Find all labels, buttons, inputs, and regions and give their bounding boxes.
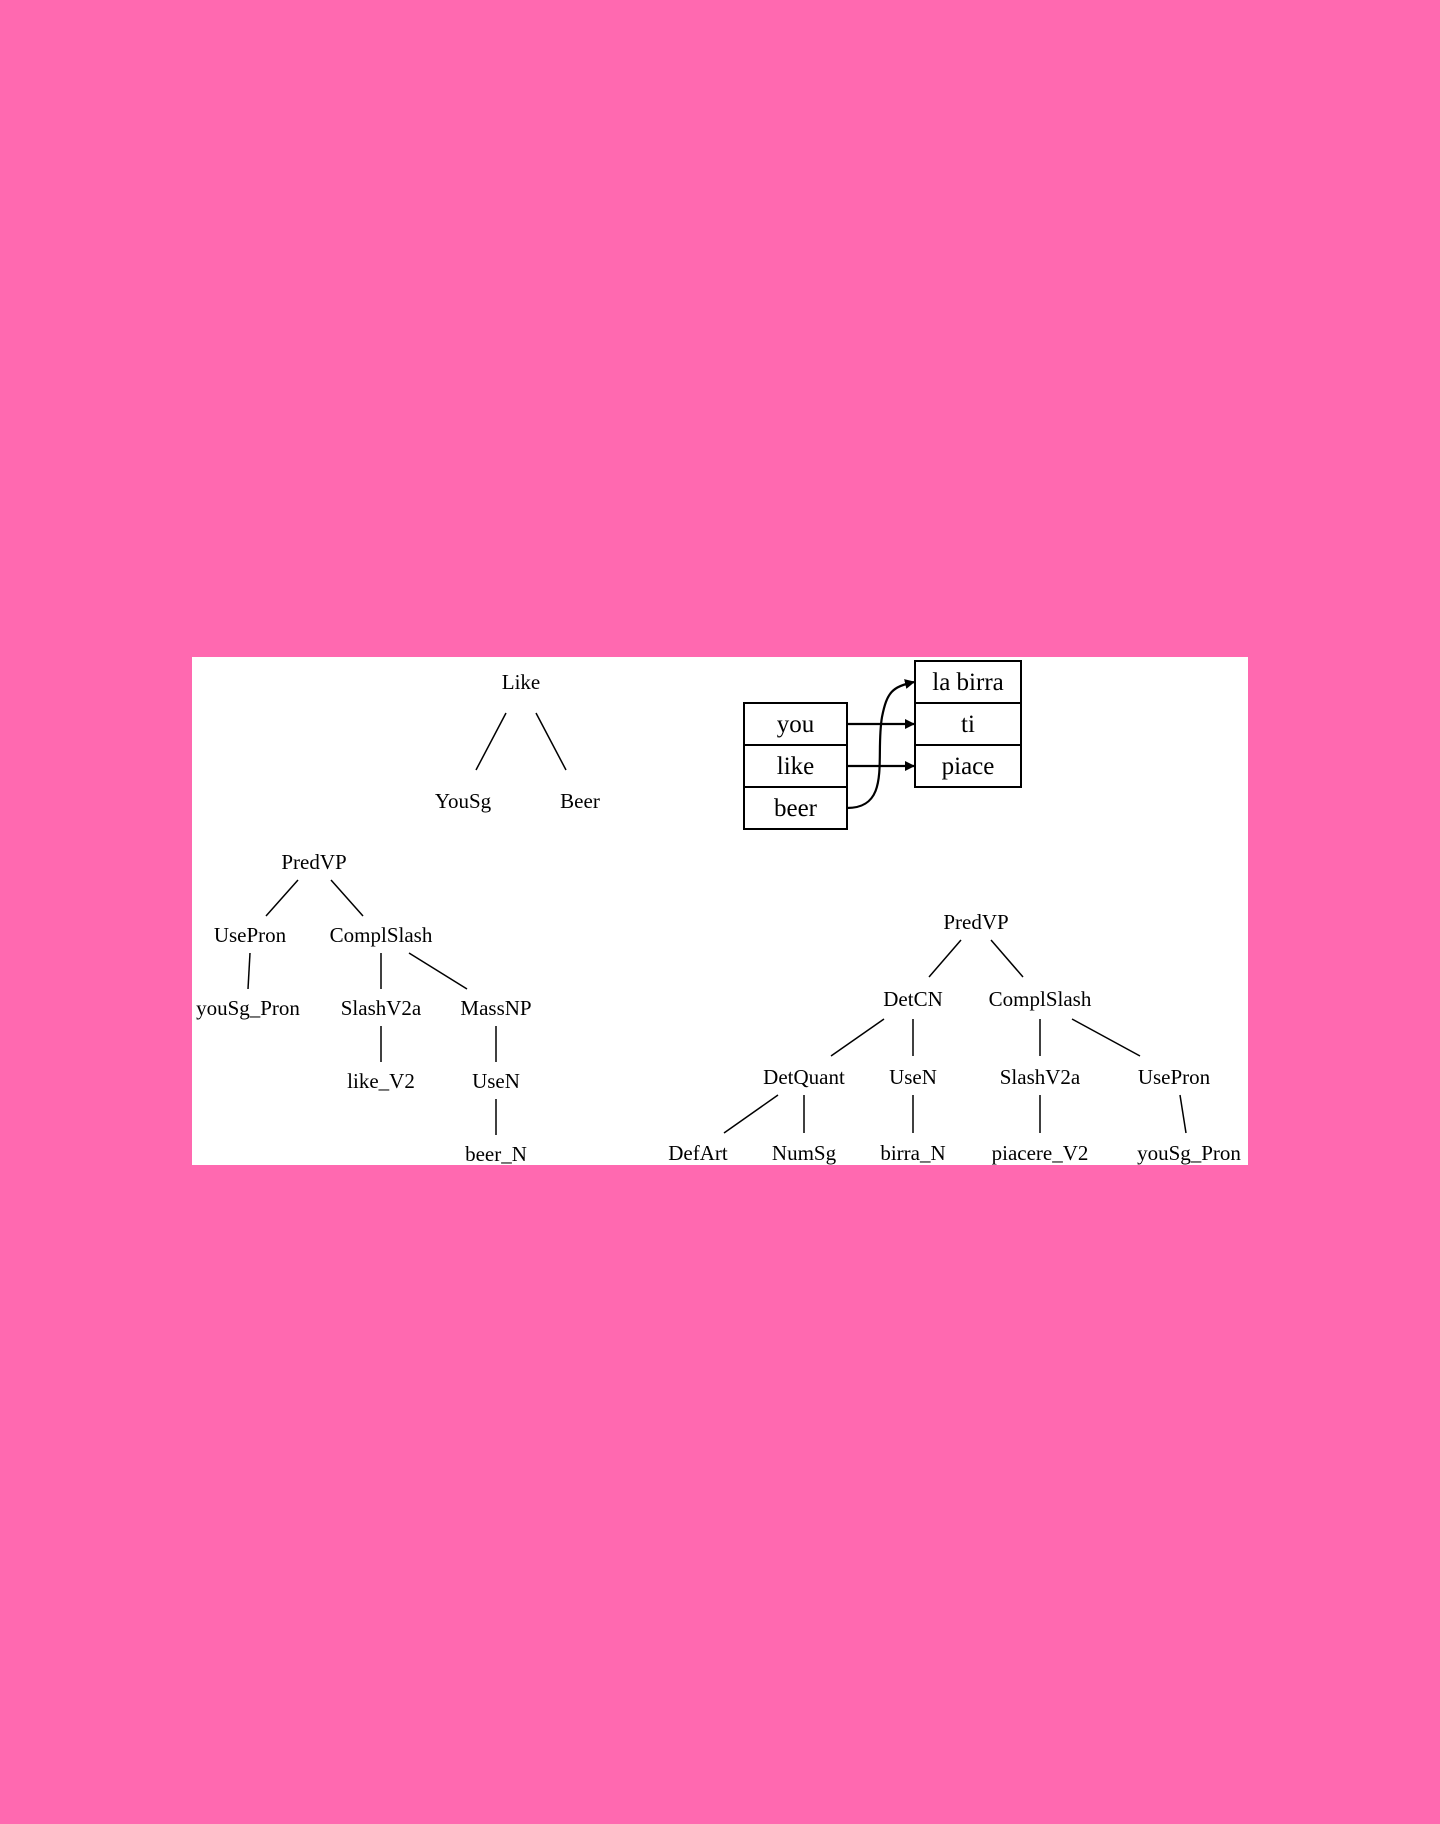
tree-leaf: NumSg [772,1141,837,1165]
tree-node: DetCN [883,987,943,1011]
abstract-child-node: Beer [560,789,600,813]
edge [1179,1094,1187,1134]
abstract-tree: Like YouSg Beer [435,670,600,813]
tree-node: UseN [889,1065,937,1089]
tree-leaf: like_V2 [347,1069,415,1093]
tree-node: ComplSlash [330,923,433,947]
target-word: ti [961,711,975,738]
edge [408,952,468,990]
english-tree: PredVP UsePron ComplSlash youSg_Pron Sla… [196,850,532,1165]
tree-leaf: youSg_Pron [196,996,300,1020]
edge [830,1018,885,1057]
source-word: like [777,753,815,780]
source-word: beer [774,795,818,822]
tree-node: UsePron [214,923,287,947]
edge [265,879,299,917]
tree-leaf: youSg_Pron [1137,1141,1241,1165]
tree-node: MassNP [460,996,531,1020]
edge [990,939,1024,978]
diagram-figure: Like YouSg Beer you like beer la birra t… [192,657,1248,1165]
tree-node: UsePron [1138,1065,1211,1089]
source-word-cell [743,786,848,830]
tree-node: PredVP [943,910,1008,934]
target-word-cell [914,744,1022,788]
edge [928,939,962,978]
tree-leaf: beer_N [465,1142,527,1165]
tree-node: ComplSlash [989,987,1092,1011]
abstract-root-node: Like [502,670,540,694]
tree-node: DetQuant [763,1065,845,1089]
edge [475,712,507,771]
tree-node: SlashV2a [341,996,422,1020]
italian-tree: PredVP DetCN ComplSlash DetQuant UseN Sl… [668,910,1241,1165]
edge [535,712,567,771]
tree-leaf: DefArt [668,1141,728,1165]
tree-leaf: piacere_V2 [992,1141,1089,1165]
target-word: la birra [932,669,1003,696]
source-word: you [777,711,815,738]
edge [330,879,364,917]
alignment-arrow [846,679,915,810]
word-alignment: you like beer la birra ti piace [743,660,1022,830]
edge [1071,1018,1141,1057]
abstract-child-node: YouSg [435,789,492,813]
source-word-cell [743,702,848,746]
tree-node: SlashV2a [1000,1065,1081,1089]
tree-node: UseN [472,1069,520,1093]
edge [723,1094,779,1134]
target-word-cell [914,660,1022,704]
target-word: piace [942,753,995,780]
edge [247,952,251,990]
tree-node: PredVP [281,850,346,874]
tree-leaf: birra_N [880,1141,945,1165]
